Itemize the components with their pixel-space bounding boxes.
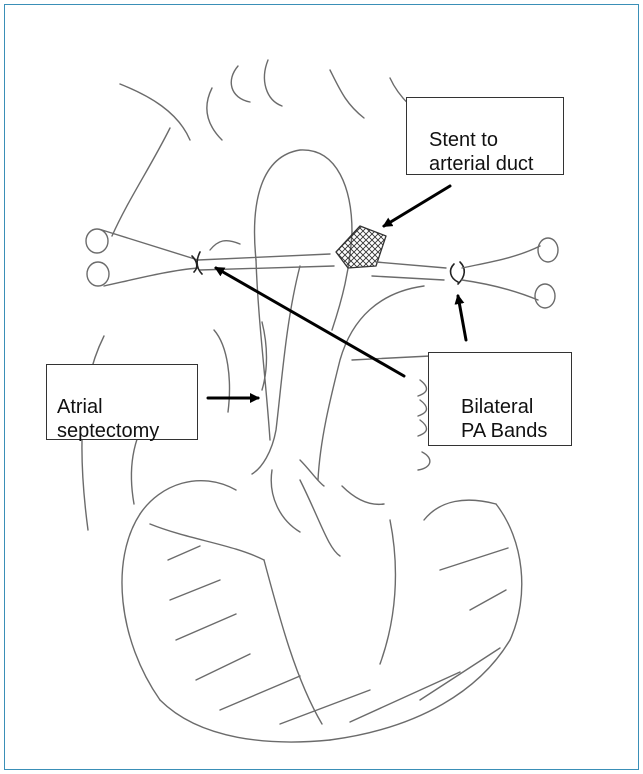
pulmonary-trunk bbox=[252, 266, 424, 486]
stent-label: Stent to arterial duct bbox=[429, 129, 534, 175]
stent-label-box: Stent to arterial duct bbox=[406, 97, 564, 175]
neck-vessels bbox=[112, 60, 452, 236]
pa-bands-label: Bilateral PA Bands bbox=[461, 396, 547, 442]
bands-label-box: Bilateral PA Bands bbox=[428, 352, 572, 446]
arrow-to-left-band bbox=[216, 268, 404, 376]
right-pulmonary-artery bbox=[372, 238, 558, 308]
arrow-to-stent bbox=[384, 186, 450, 226]
arrow-to-right-band bbox=[458, 296, 466, 340]
ventricles bbox=[122, 470, 522, 742]
atrial-septectomy-label: Atrial septectomy bbox=[57, 396, 159, 442]
atrial-label-box: Atrial septectomy bbox=[46, 364, 198, 440]
